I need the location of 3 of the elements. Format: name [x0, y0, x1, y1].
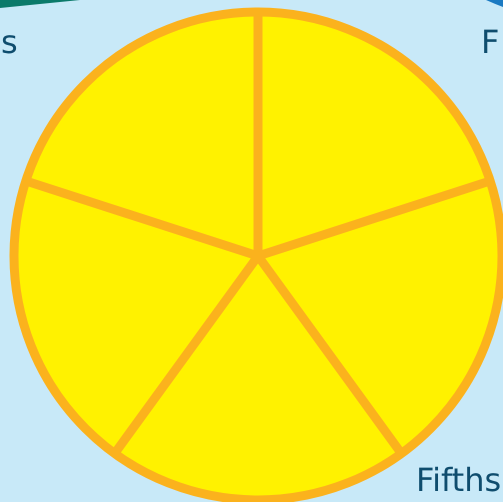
- section-label: Fifths: [416, 464, 502, 496]
- section-label: F: [481, 26, 500, 58]
- section-label: s: [1, 26, 18, 58]
